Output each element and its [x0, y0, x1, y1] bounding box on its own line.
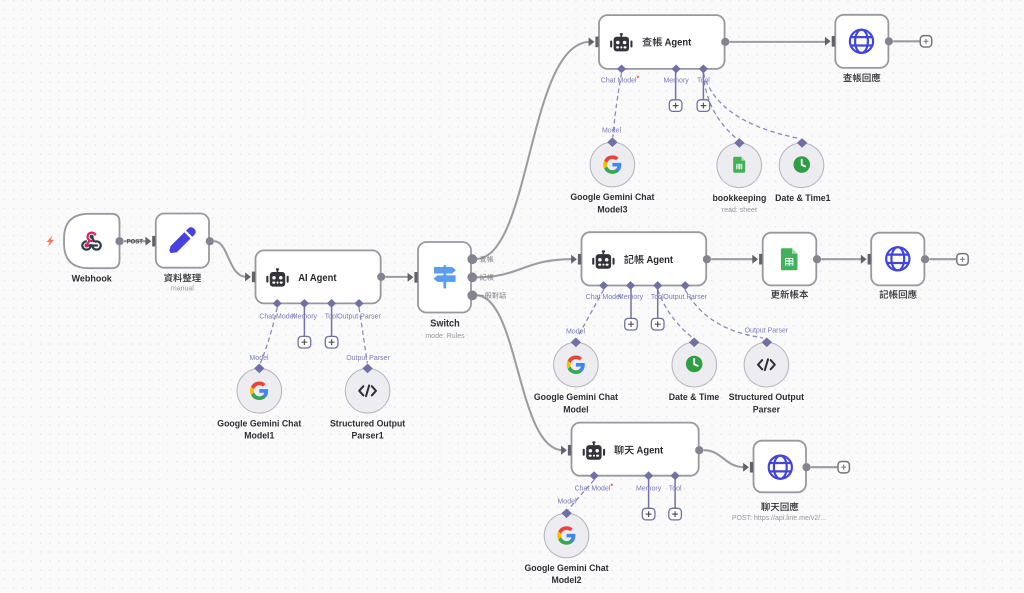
svg-text:Google Gemini Chat: Google Gemini Chat: [217, 417, 301, 428]
svg-text:Parser1: Parser1: [352, 430, 384, 441]
svg-text:Model2: Model2: [551, 574, 581, 585]
svg-text:Output Parser: Output Parser: [346, 355, 390, 362]
svg-text:Agent: Agent: [634, 446, 663, 457]
svg-text:Memory: Memory: [636, 486, 662, 493]
svg-text:POST: https://api.line.me/v2/.: POST: https://api.line.me/v2/...: [732, 515, 826, 522]
svg-text:Switch: Switch: [430, 318, 459, 329]
svg-text:AI Agent: AI Agent: [298, 273, 337, 284]
svg-text:Model: Model: [563, 404, 588, 415]
svg-text:read: sheet: read: sheet: [722, 207, 757, 214]
svg-text:Tool: Tool: [651, 294, 664, 301]
svg-text:Tool: Tool: [669, 486, 682, 493]
svg-text:Output Parser: Output Parser: [663, 294, 707, 301]
svg-text:Parser: Parser: [753, 404, 781, 415]
svg-text:POST: POST: [127, 239, 144, 245]
svg-text:Model: Model: [566, 329, 586, 336]
svg-text:Tool: Tool: [697, 78, 710, 85]
svg-text:Model: Model: [602, 128, 622, 135]
svg-text:Google Gemini Chat: Google Gemini Chat: [534, 391, 618, 402]
svg-text:Output Parser: Output Parser: [745, 328, 789, 335]
svg-text:Chat Model: Chat Model: [575, 486, 611, 493]
svg-text:Webhook: Webhook: [72, 274, 113, 285]
svg-text:Model: Model: [557, 499, 577, 506]
svg-text:Google Gemini Chat: Google Gemini Chat: [570, 191, 654, 202]
svg-text:manual: manual: [171, 286, 194, 293]
svg-text:*: *: [610, 484, 613, 491]
svg-text:Memory: Memory: [618, 294, 644, 301]
svg-text:Memory: Memory: [663, 78, 689, 85]
svg-text:Model: Model: [249, 355, 269, 362]
svg-text:bookkeeping: bookkeeping: [712, 192, 766, 203]
svg-text:Chat Model: Chat Model: [601, 78, 637, 85]
svg-text:Output Parser: Output Parser: [337, 313, 381, 320]
svg-text:Model3: Model3: [597, 203, 627, 214]
svg-text:Chat Model: Chat Model: [259, 313, 295, 320]
svg-text:Google Gemini Chat: Google Gemini Chat: [524, 562, 608, 573]
svg-text:Agent: Agent: [644, 255, 673, 266]
svg-text:Agent: Agent: [662, 38, 691, 49]
svg-text:Memory: Memory: [292, 313, 318, 320]
svg-text:Date & Time1: Date & Time1: [775, 192, 830, 203]
svg-text:Structured Output: Structured Output: [330, 417, 405, 428]
svg-text:Tool: Tool: [325, 313, 338, 320]
svg-text:Model1: Model1: [244, 430, 274, 441]
svg-text:*: *: [637, 76, 640, 83]
svg-text:Structured Output: Structured Output: [729, 391, 804, 402]
svg-text:mode: Rules: mode: Rules: [425, 333, 465, 340]
svg-text:Chat Model: Chat Model: [586, 294, 622, 301]
svg-text:Date & Time: Date & Time: [669, 391, 720, 402]
